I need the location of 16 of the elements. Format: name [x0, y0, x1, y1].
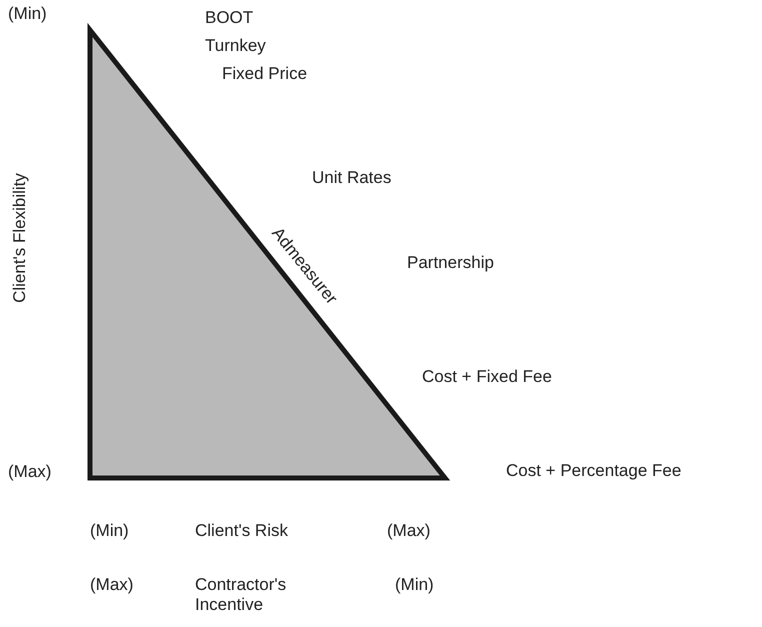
axis-end-label: (Max)	[90, 575, 134, 595]
axis-end-label: (Max)	[387, 521, 430, 541]
axis-title: Client's Risk	[195, 521, 288, 541]
axis-end-label: (Max)	[8, 462, 52, 482]
contract-type-label: Turnkey	[205, 36, 266, 56]
axis-end-label: (Min)	[90, 521, 129, 541]
contract-type-label: Fixed Price	[222, 64, 308, 84]
contract-type-label: BOOT	[205, 8, 254, 28]
contract-type-label: Partnership	[407, 253, 494, 273]
contract-type-label: Unit Rates	[312, 168, 392, 188]
axis-end-label: (Min)	[395, 575, 434, 595]
contract-type-label: Cost + Percentage Fee	[506, 461, 682, 481]
axis-title: Client's Flexibility	[10, 173, 30, 303]
axis-end-label: (Min)	[8, 4, 47, 24]
contract-type-label: Cost + Fixed Fee	[422, 367, 552, 387]
axis-title: Contractor's Incentive	[195, 575, 288, 615]
